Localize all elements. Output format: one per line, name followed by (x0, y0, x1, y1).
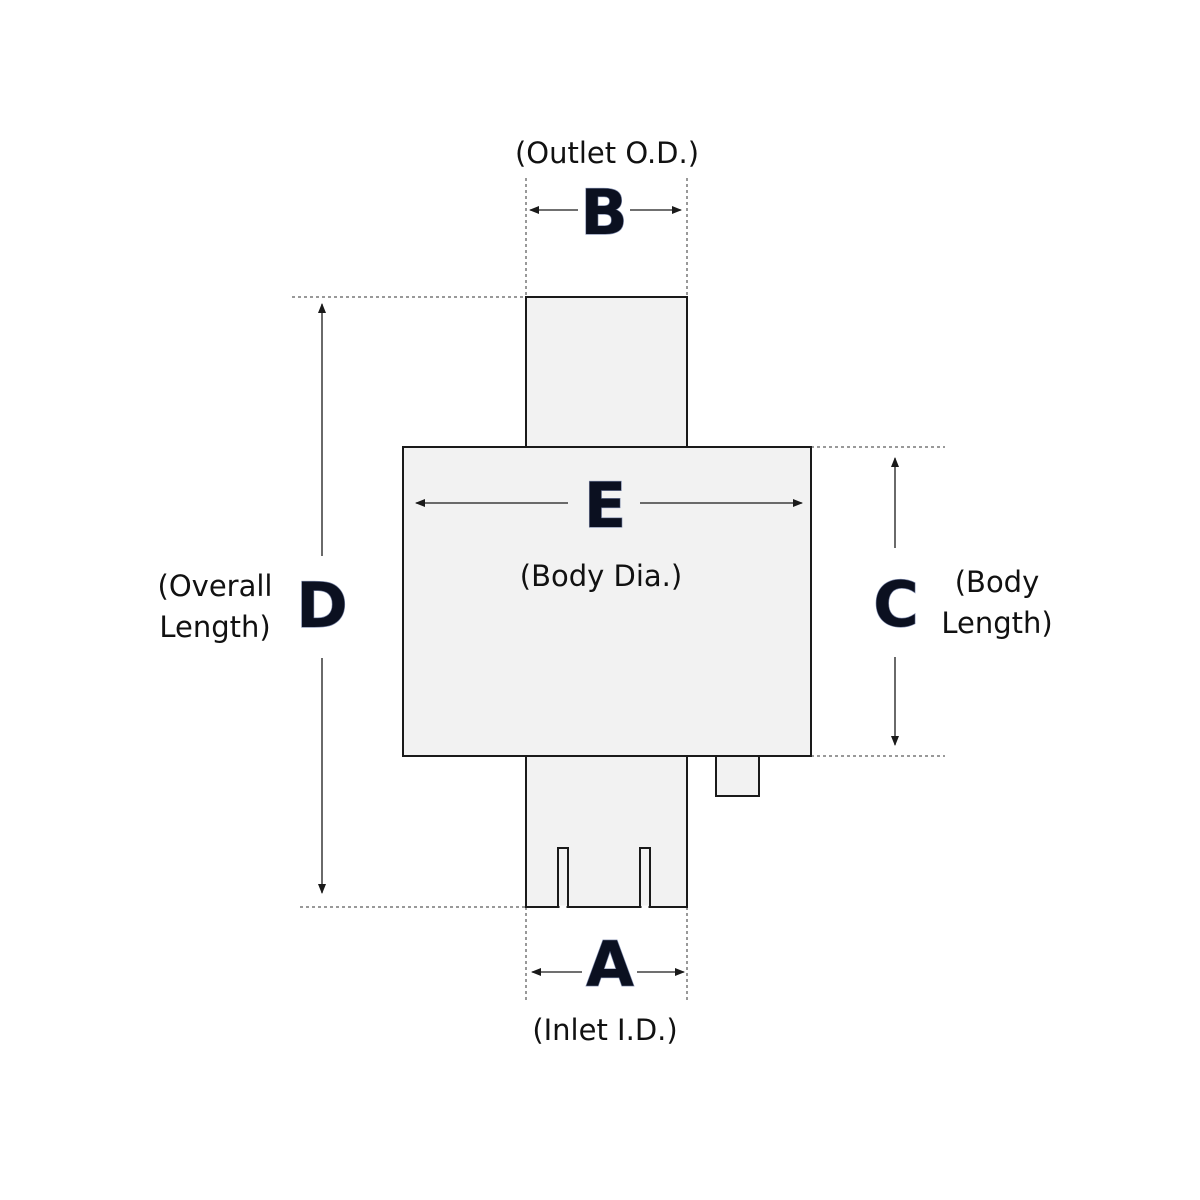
caption-body-dia: (Body Dia.) (520, 559, 682, 593)
caption-overall: (Overall (158, 569, 273, 603)
dimension-letter-d: D (296, 569, 347, 642)
inlet-notch-left (557, 847, 569, 907)
inlet-notch-right (639, 847, 651, 907)
dimension-a: A (Inlet I.D.) (531, 927, 685, 1047)
side-tab (715, 755, 760, 797)
caption-body: (Body (955, 565, 1040, 599)
caption-outlet-od: (Outlet O.D.) (515, 136, 699, 170)
dimension-c: C (Body Length) (873, 457, 1053, 746)
dimension-letter-e: E (584, 469, 626, 542)
dimension-letter-a: A (586, 928, 634, 1001)
extension-lines (292, 178, 945, 1000)
caption-inlet-id: (Inlet I.D.) (532, 1013, 677, 1047)
part-outline (402, 296, 812, 909)
caption-overall-length: Length) (159, 610, 270, 644)
inlet-pipe (525, 755, 688, 908)
dimension-b: B (Outlet O.D.) (515, 136, 699, 250)
dimension-e: E (Body Dia.) (415, 468, 803, 593)
dimension-letter-c: C (873, 568, 919, 641)
caption-body-length: Length) (941, 606, 1052, 640)
outlet-pipe (525, 296, 688, 448)
dimension-d: D (Overall Length) (158, 303, 348, 894)
dimension-letter-b: B (580, 176, 627, 249)
body (402, 446, 812, 757)
